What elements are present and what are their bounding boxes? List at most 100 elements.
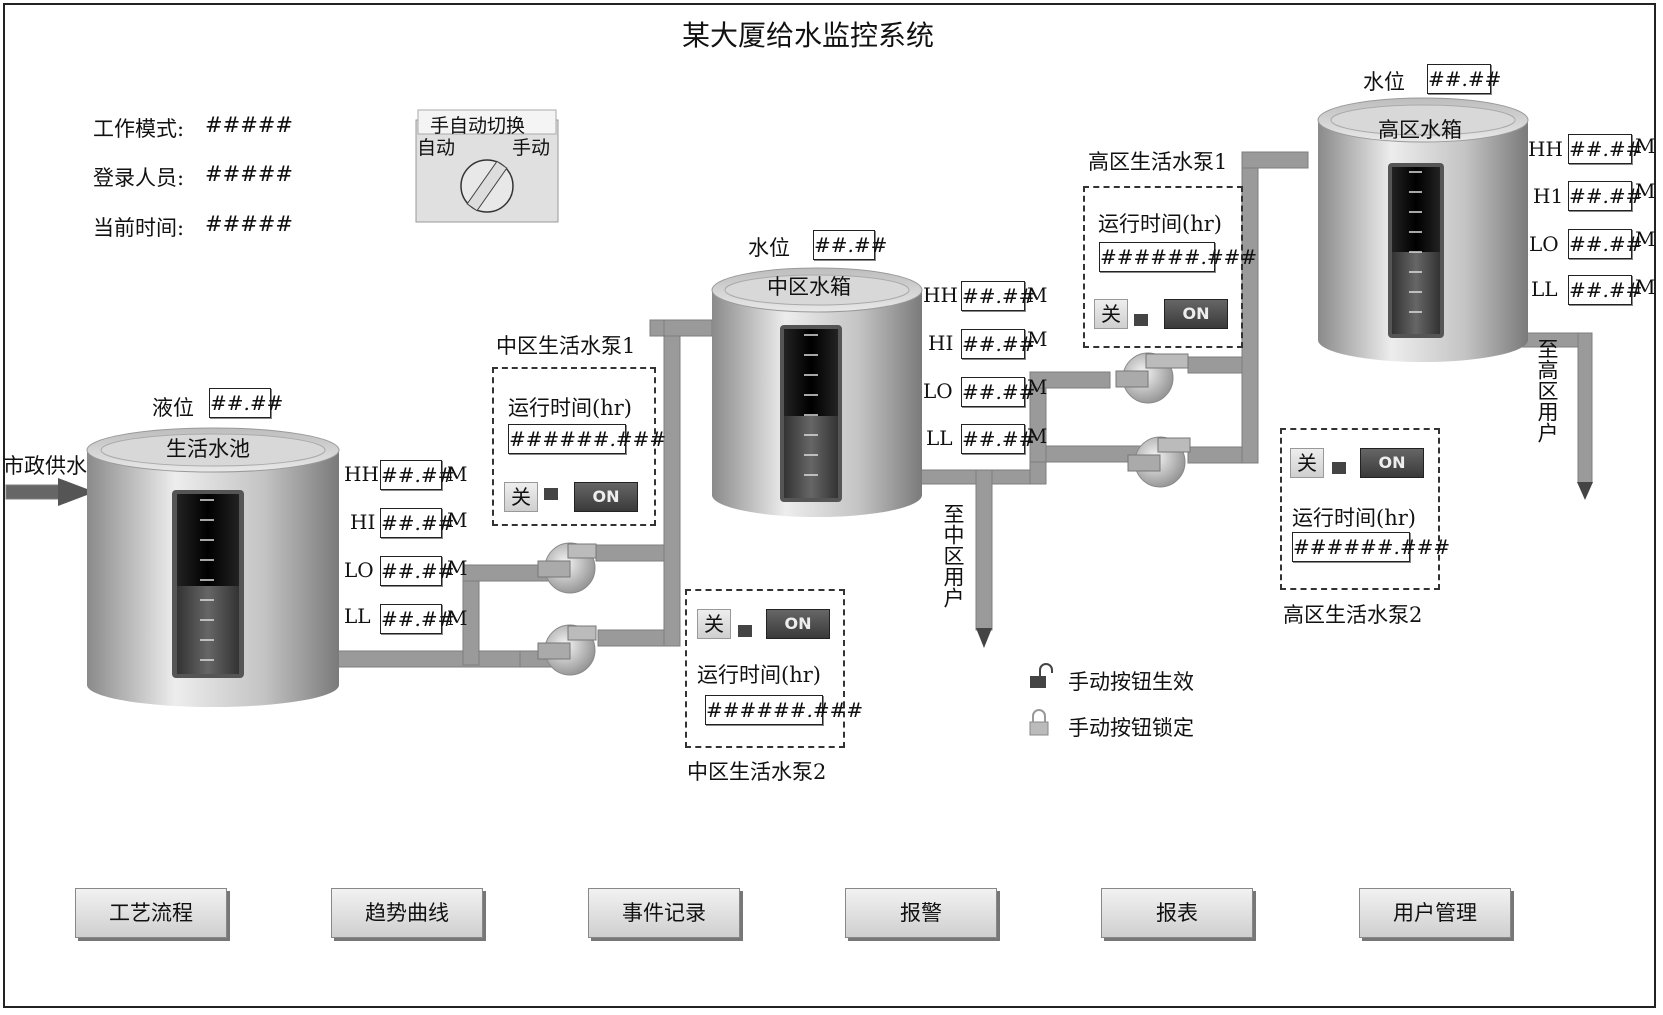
high-lo-value: ##.## [1568, 229, 1642, 259]
high-hh-value: ##.## [1568, 134, 1642, 164]
legend-unlocked-label: 手动按钮生效 [1068, 670, 1194, 694]
nav-process-flow-button[interactable]: 工艺流程 [75, 888, 227, 938]
current-time-value: ##### [205, 212, 293, 236]
high-level-label: 水位 [1363, 70, 1405, 94]
mode-switch-panel[interactable] [415, 109, 559, 223]
mid-hi-tag: HI [928, 331, 954, 355]
pool-level-value: ##.## [209, 388, 283, 418]
mid-ll-value: ##.## [961, 424, 1035, 454]
pool-level-label: 液位 [152, 396, 194, 420]
mid-lo-value: ##.## [961, 377, 1035, 407]
switch-auto-label[interactable]: 自动 [417, 137, 456, 159]
work-mode-value: ##### [205, 113, 293, 137]
mid-pump1-off-button[interactable]: 关 [504, 482, 538, 512]
nav-trend-curve-button[interactable]: 趋势曲线 [331, 888, 483, 938]
pool-hi-value: ##.## [380, 508, 454, 538]
pool-hi-tag: HI [350, 510, 376, 534]
high-ll-value: ##.## [1568, 275, 1642, 305]
mid-pump1-unlock-icon [544, 488, 558, 500]
nav-alarm-button[interactable]: 报警 [845, 888, 997, 938]
high-h1-unit: M [1635, 179, 1656, 203]
pool-lo-value: ##.## [380, 556, 454, 586]
pool-ll-value: ##.## [380, 604, 454, 634]
pool-tank [86, 427, 340, 707]
mid-outlet-label: 至中区用户 [941, 503, 965, 608]
pool-ll-unit: M [447, 606, 468, 630]
mid-pump1-on-button[interactable]: ON [574, 482, 638, 512]
high-pump1-name: 高区生活水泵1 [1088, 150, 1228, 174]
high-ll-tag: LL [1531, 277, 1558, 301]
high-pump2-panel [1280, 428, 1440, 590]
mid-hi-value: ##.## [961, 329, 1035, 359]
pool-lo-unit: M [447, 556, 468, 580]
pool-hh-tag: HH [344, 462, 379, 486]
mid-pump1-panel [492, 367, 656, 526]
window-frame [3, 3, 1656, 1008]
locked-legend-icon [1029, 709, 1049, 736]
high-ll-unit: M [1635, 275, 1656, 299]
high-lo-tag: LO [1529, 232, 1559, 256]
nav-report-button[interactable]: 报表 [1101, 888, 1253, 938]
mid-pump2-runtime-value: ######.### [705, 695, 863, 725]
high-pump1-runtime-label: 运行时间(hr) [1098, 212, 1222, 236]
high-h1-value: ##.## [1568, 181, 1642, 211]
high-pump2-runtime-value: ######.### [1292, 532, 1450, 562]
high-tank [1317, 97, 1529, 362]
work-mode-label: 工作模式: [93, 117, 185, 141]
mid-outlet-arrow-icon [976, 628, 992, 648]
mid-level-label: 水位 [748, 236, 790, 260]
mid-pump2-off-button[interactable]: 关 [697, 609, 731, 639]
nav-user-management-button[interactable]: 用户管理 [1359, 888, 1511, 938]
mid-hi-unit: M [1027, 327, 1048, 351]
page-title: 某大厦给水监控系统 [682, 19, 935, 52]
high-pump1-runtime-value: ######.### [1099, 242, 1257, 272]
high-pump1-off-button[interactable]: 关 [1094, 299, 1128, 329]
pool-name: 生活水池 [166, 437, 250, 461]
switch-title: 手自动切换 [430, 115, 526, 137]
mid-pump1-runtime-label: 运行时间(hr) [508, 396, 632, 420]
nav-event-log-button[interactable]: 事件记录 [588, 888, 740, 938]
mid-ll-tag: LL [926, 426, 953, 450]
mid-pump1-runtime-value: ######.### [508, 424, 666, 454]
high-tank-name: 高区水箱 [1378, 118, 1462, 142]
high-outlet-arrow-icon [1577, 482, 1593, 500]
pool-hh-unit: M [447, 462, 468, 486]
mid-hh-tag: HH [923, 283, 958, 307]
mid-tank [711, 267, 923, 517]
mid-pump2-runtime-label: 运行时间(hr) [697, 663, 821, 687]
legend-locked-label: 手动按钮锁定 [1068, 716, 1194, 740]
high-pump1-on-button[interactable]: ON [1164, 299, 1228, 329]
mid-pump2-panel [685, 589, 845, 748]
pump-mid1 [537, 542, 597, 594]
high-hh-tag: HH [1528, 137, 1563, 161]
mid-lo-unit: M [1027, 375, 1048, 399]
mid-tank-name: 中区水箱 [767, 275, 851, 299]
high-pump1-panel [1083, 186, 1243, 348]
high-level-value: ##.## [1427, 64, 1501, 94]
mid-pump2-name: 中区生活水泵2 [687, 760, 827, 784]
mid-level-value: ##.## [813, 230, 887, 260]
high-pump2-off-button[interactable]: 关 [1290, 448, 1324, 478]
high-pump2-on-button[interactable]: ON [1360, 448, 1424, 478]
pool-lo-tag: LO [344, 558, 374, 582]
pump-high1 [1115, 352, 1189, 404]
high-lo-unit: M [1635, 227, 1656, 251]
high-pump2-name: 高区生活水泵2 [1283, 603, 1423, 627]
pool-hi-unit: M [447, 508, 468, 532]
switch-manual-label[interactable]: 手动 [512, 137, 551, 159]
inlet-arrow-icon [58, 478, 95, 506]
pool-ll-tag: LL [344, 604, 371, 628]
mid-hh-unit: M [1027, 283, 1048, 307]
mid-lo-tag: LO [923, 379, 953, 403]
mid-pump2-on-button[interactable]: ON [766, 609, 830, 639]
login-user-label: 登录人员: [93, 166, 185, 190]
high-outlet-label: 至高区用户 [1535, 338, 1559, 443]
mid-ll-unit: M [1027, 424, 1048, 448]
inlet-label: 市政供水 [3, 454, 87, 478]
high-hh-unit: M [1635, 134, 1656, 158]
mid-pump2-unlock-icon [738, 625, 752, 637]
high-pump2-runtime-label: 运行时间(hr) [1292, 506, 1416, 530]
login-user-value: ##### [205, 162, 293, 186]
unlocked-legend-icon [1030, 663, 1053, 688]
